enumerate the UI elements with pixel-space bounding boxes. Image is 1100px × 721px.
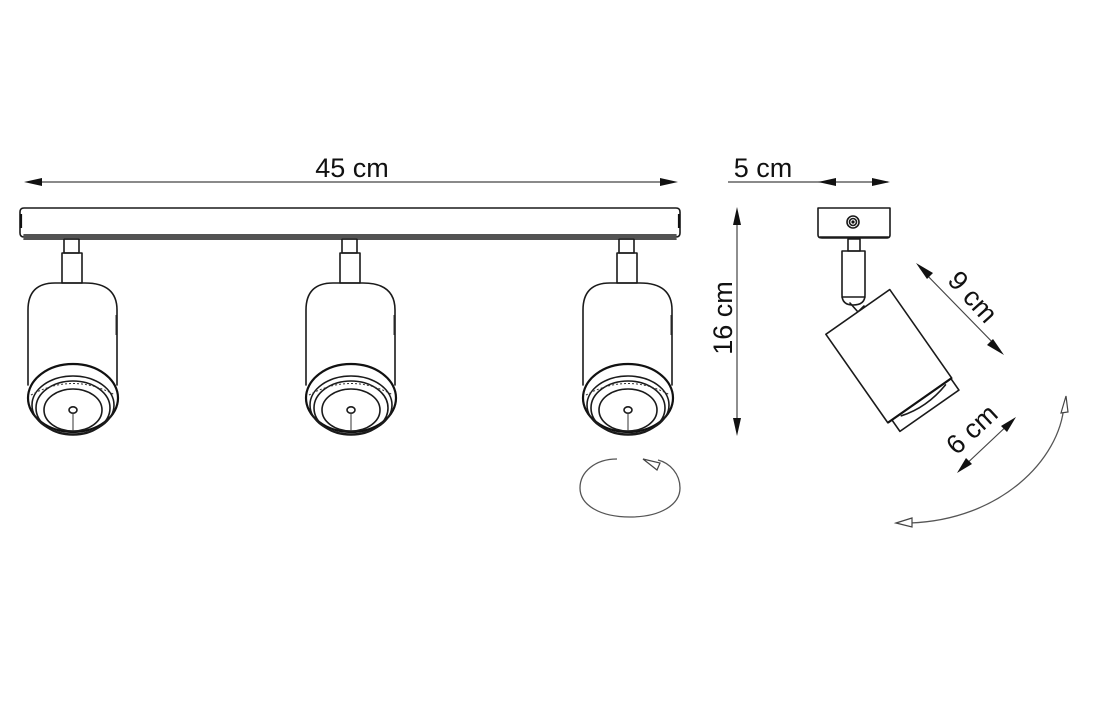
arrow-right-icon: [872, 178, 890, 186]
arrow-up-icon: [733, 207, 741, 225]
mounting-bar: [19, 207, 681, 240]
arrow-left-icon: [818, 178, 836, 186]
side-stem: [841, 238, 866, 313]
width-dimension: 45 cm: [24, 153, 678, 186]
arrow-icon: [916, 263, 933, 279]
tilt-arc-icon: [893, 395, 1069, 528]
depth-label: 5 cm: [734, 153, 793, 183]
front-view: 45 cm 16: [19, 153, 741, 518]
arrow-icon: [987, 339, 1004, 355]
spot-3: [581, 237, 675, 437]
arrow-down-icon: [733, 418, 741, 436]
width-label: 45 cm: [315, 153, 389, 183]
depth-dimension: 5 cm: [728, 153, 890, 186]
arrow-icon: [957, 458, 972, 473]
side-view: 5 cm 9 cm: [728, 153, 1069, 528]
spot-diameter-dimension: 6 cm: [940, 398, 1016, 473]
spot-length-dimension: 9 cm: [916, 263, 1004, 355]
rotate-360-icon: [579, 458, 681, 518]
spot-1: [26, 237, 120, 437]
height-label: 16 cm: [708, 281, 738, 355]
spot-length-label: 9 cm: [942, 265, 1003, 329]
spot-2: [304, 237, 398, 437]
arrow-right-icon: [660, 178, 678, 186]
arrow-left-icon: [24, 178, 42, 186]
tilted-spot: [825, 288, 960, 433]
arrow-icon: [1001, 417, 1016, 432]
height-dimension: 16 cm: [708, 207, 741, 436]
mounting-block: [817, 207, 891, 239]
spot-diameter-label: 6 cm: [940, 398, 1003, 460]
